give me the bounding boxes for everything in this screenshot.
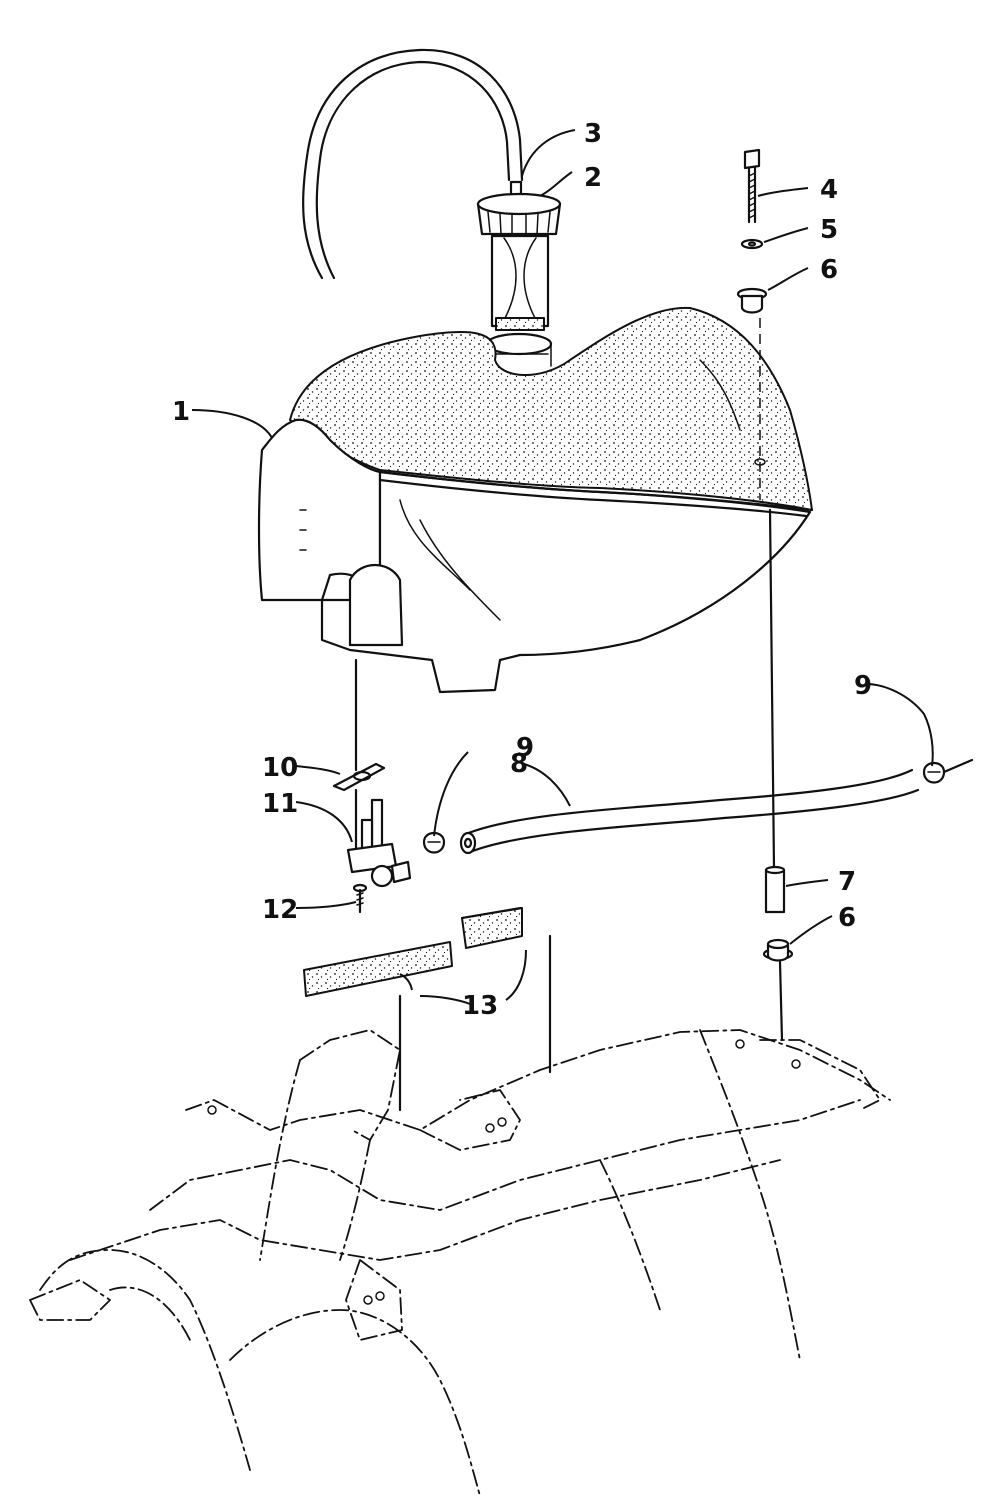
- callout-9-left: 9: [516, 733, 534, 763]
- callout-2: 2: [584, 163, 602, 193]
- callout-11: 11: [262, 789, 298, 819]
- callout-3: 3: [584, 119, 602, 149]
- atv-frame: [29, 1029, 891, 1496]
- fuel-hose: [459, 768, 920, 855]
- mounting-bolt: [743, 148, 761, 224]
- vent-hose: [302, 48, 524, 280]
- grommet-lower: [762, 938, 794, 962]
- callout-10: 10: [262, 753, 298, 783]
- callout-8: 8: [510, 749, 528, 779]
- screw: [352, 883, 368, 914]
- spacer: [764, 865, 786, 914]
- callout-13: 13: [462, 991, 498, 1021]
- gasket: [332, 762, 386, 792]
- fuel-tank: [257, 306, 814, 694]
- callout-7: 7: [838, 867, 856, 897]
- washer: [740, 238, 764, 250]
- hose-clamp-left: [422, 831, 446, 854]
- foam-pad-upper: [461, 907, 523, 949]
- callout-1: 1: [172, 397, 190, 427]
- callout-5: 5: [820, 215, 838, 245]
- hose-clamp-right: [922, 761, 946, 784]
- foam-pad-lower: [303, 941, 453, 997]
- callout-9-right: 9: [854, 671, 872, 701]
- gas-cap: [476, 180, 562, 367]
- fuel-valve: [346, 798, 412, 888]
- grommet-upper: [736, 287, 768, 314]
- callout-6-lower: 6: [838, 903, 856, 933]
- callout-4: 4: [820, 175, 838, 205]
- callout-6-upper: 6: [820, 255, 838, 285]
- callout-12: 12: [262, 895, 298, 925]
